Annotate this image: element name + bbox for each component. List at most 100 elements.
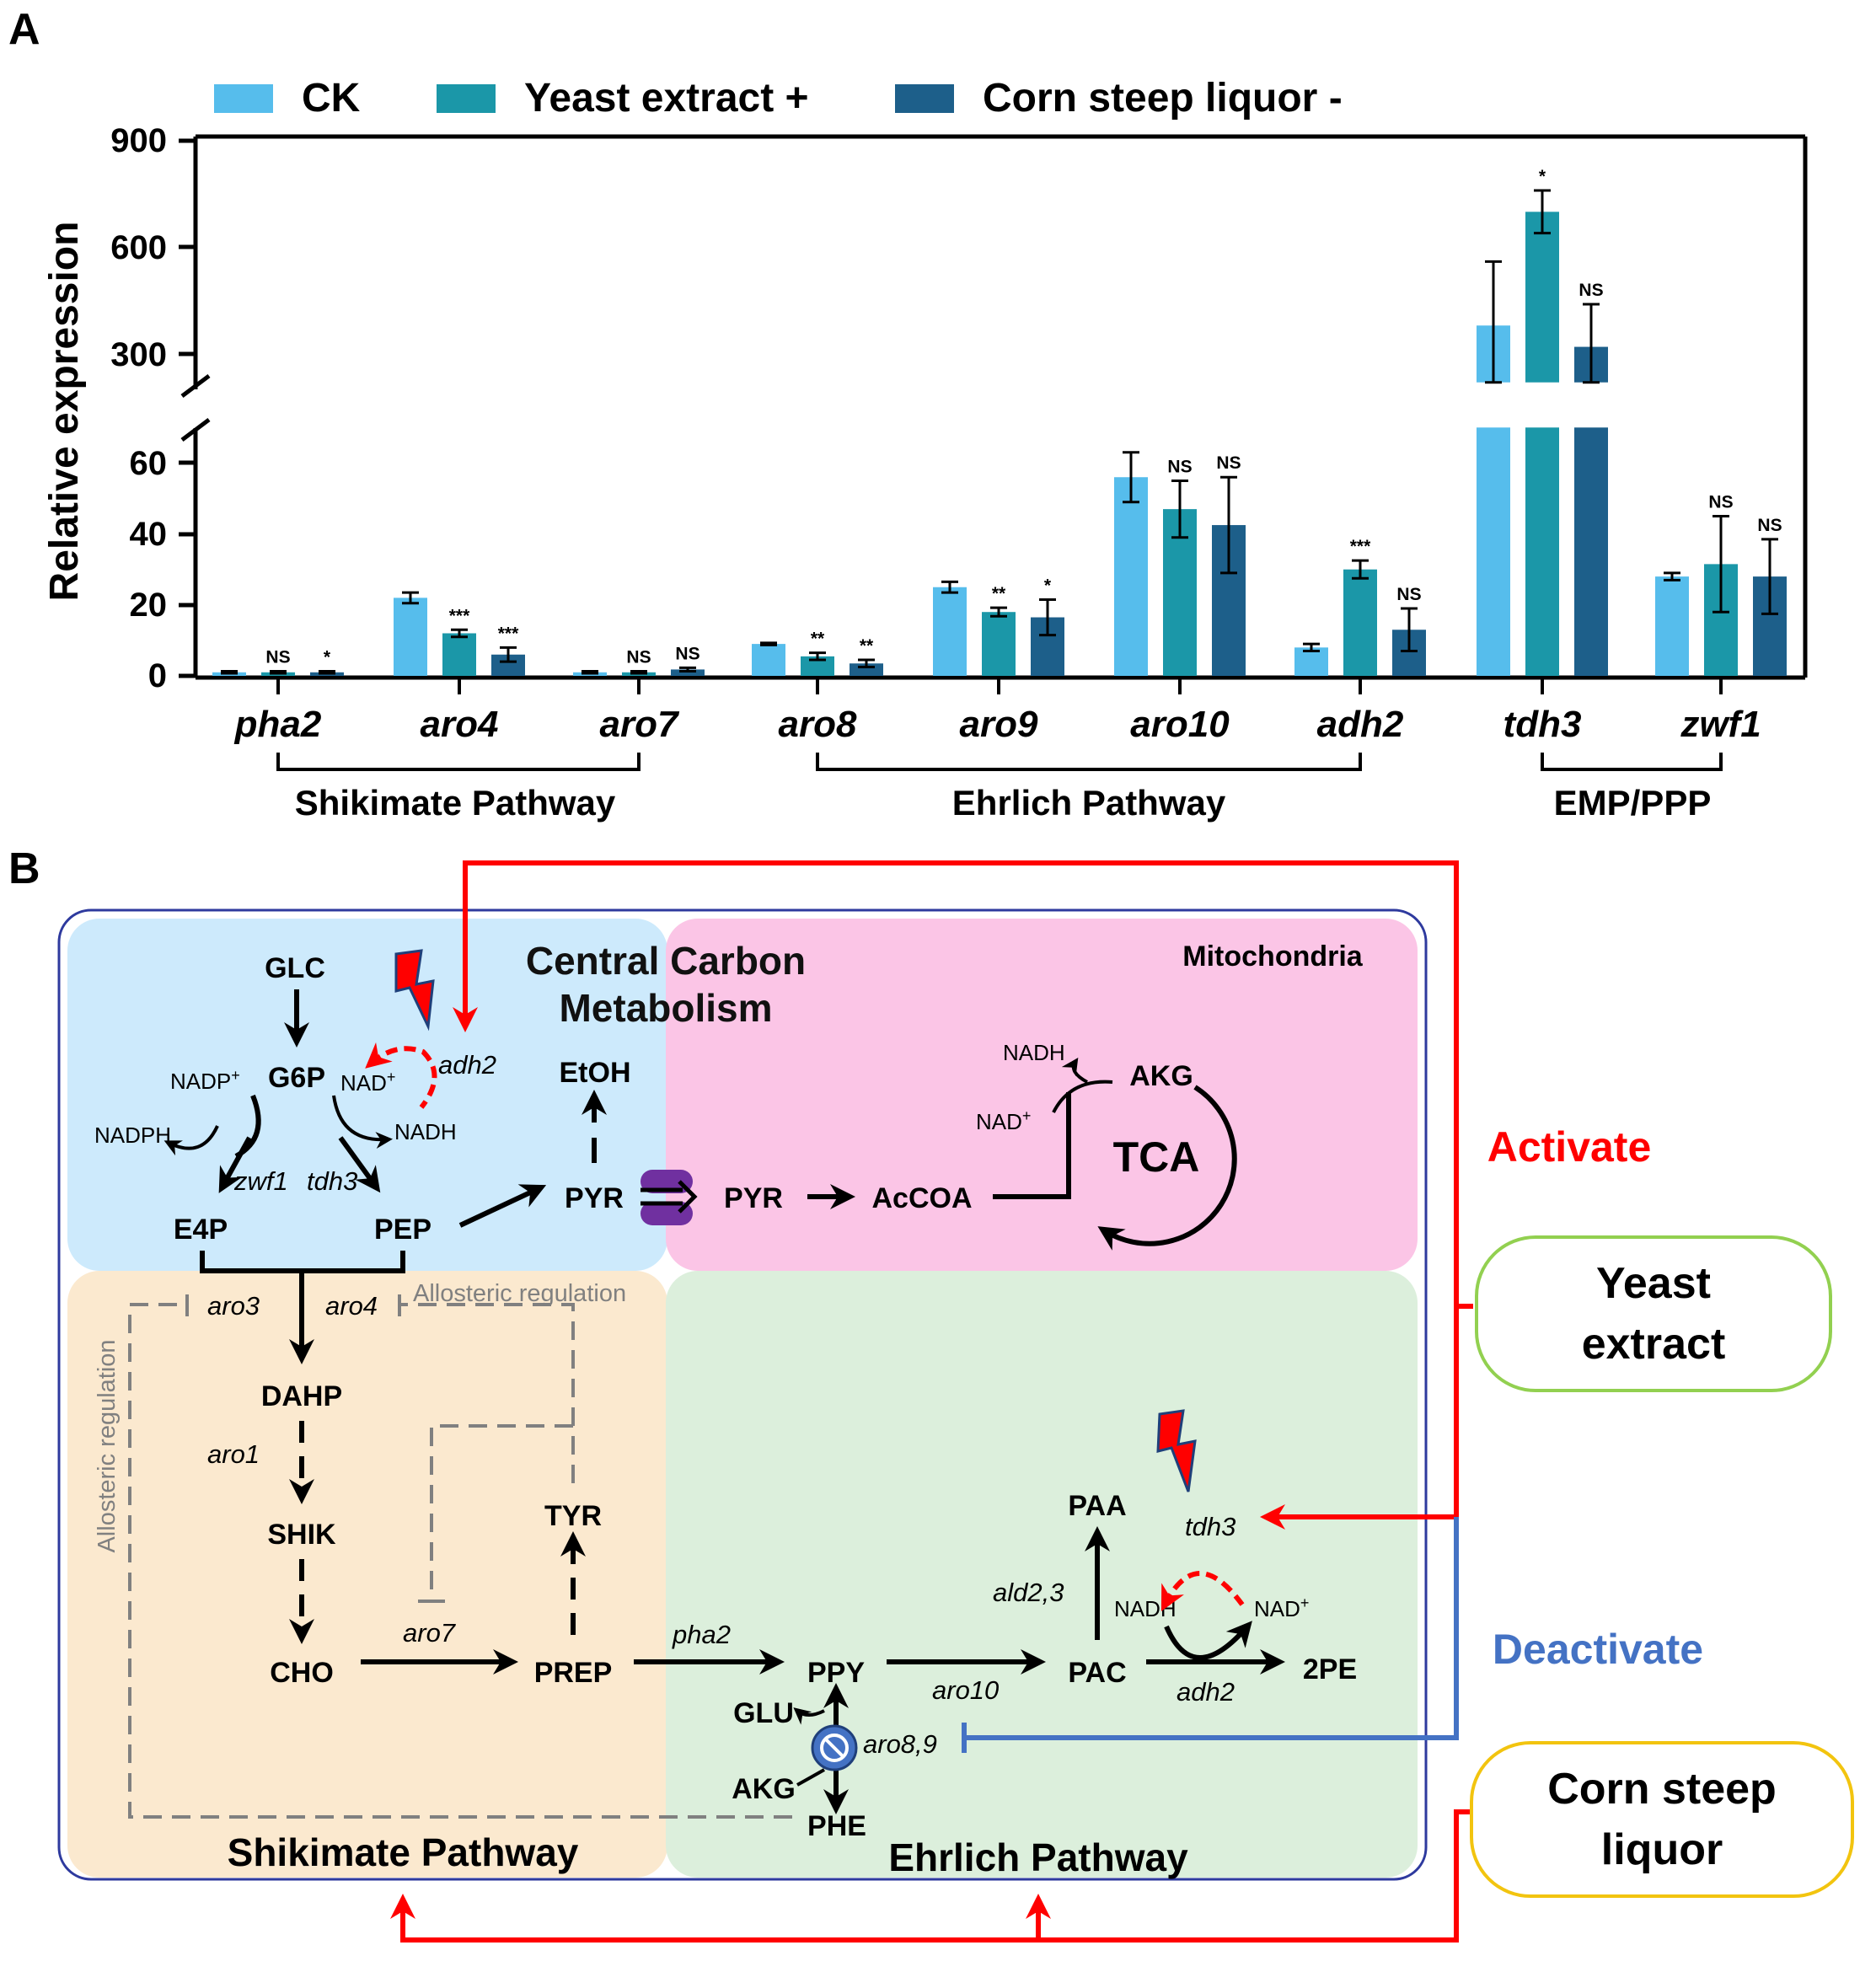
enz-tdh3-central: tdh3 — [307, 1166, 357, 1196]
x-tick-label: adh2 — [1317, 704, 1404, 745]
arrow-g6p-e4p — [218, 1136, 252, 1193]
enz-ald23: ald2,3 — [993, 1578, 1064, 1607]
bar-upper — [1525, 212, 1559, 383]
met-accoa: AcCOA — [871, 1182, 972, 1214]
cof-nad-g6p: NAD+ — [340, 1069, 395, 1096]
lightning-icon-adh2 — [394, 949, 435, 1032]
group-label-emp-ppp: EMP/PPP — [1554, 783, 1712, 823]
significance-label: NS — [1579, 281, 1603, 300]
yeast-label-2: extract — [1582, 1320, 1726, 1369]
legend-label-corn: Corn steep liquor - — [983, 76, 1343, 121]
significance-label: ** — [860, 636, 874, 656]
x-tick-label: tdh3 — [1503, 704, 1582, 745]
activate-line — [453, 860, 1459, 1530]
significance-label: NS — [1396, 585, 1421, 604]
bar — [442, 633, 476, 676]
deactivate-line — [964, 1517, 1459, 1740]
arrow-nadph — [163, 1125, 219, 1156]
significance-label: NS — [626, 648, 651, 667]
corn-label-2: liquor — [1601, 1825, 1723, 1874]
met-prep: PREP — [534, 1657, 613, 1689]
significance-label: NS — [1708, 493, 1733, 512]
inhibited-icon — [811, 1724, 858, 1771]
significance-label: *** — [1350, 537, 1371, 556]
corn-line — [390, 1809, 1473, 1943]
cof-nad-pac: NAD+ — [1254, 1594, 1309, 1621]
bar — [1574, 427, 1608, 676]
bar — [933, 587, 967, 676]
significance-label: NS — [1167, 457, 1192, 476]
enz-aro3: aro3 — [207, 1291, 260, 1321]
legend-swatch-corn — [895, 84, 954, 113]
x-tick-label: aro10 — [1130, 704, 1230, 745]
cell-border — [57, 908, 1428, 1881]
x-tick-label: aro7 — [600, 704, 680, 745]
y-tick-0: 0 — [148, 657, 167, 694]
arrow-nadh-g6p — [332, 1095, 393, 1149]
y-tick-20: 20 — [130, 587, 168, 624]
met-ppy: PPY — [807, 1657, 865, 1689]
group-label-ehrlich: Ehrlich Pathway — [952, 783, 1226, 823]
region-label-shikimate: Shikimate Pathway — [228, 1830, 579, 1874]
significance-label: NS — [1216, 453, 1241, 473]
significance-label: NS — [675, 644, 699, 663]
legend-swatch-yeast — [437, 84, 496, 113]
met-g6p: G6P — [268, 1062, 325, 1094]
group-brackets — [276, 753, 1723, 771]
met-e4p: E4P — [174, 1214, 228, 1246]
met-paa: PAA — [1068, 1490, 1126, 1522]
bar — [394, 597, 427, 676]
enz-aro89: aro8,9 — [863, 1729, 937, 1759]
x-tick-label: zwf1 — [1680, 704, 1761, 745]
arrow-glu — [793, 1707, 825, 1725]
legend-swatch-ck — [214, 84, 273, 113]
bar — [1655, 576, 1689, 676]
bar — [1343, 569, 1377, 676]
met-dahp: DAHP — [261, 1380, 342, 1412]
x-tick-label: pha2 — [234, 704, 322, 745]
met-pyr-mito: PYR — [724, 1182, 783, 1214]
met-pep: PEP — [374, 1214, 431, 1246]
significance-label: ** — [992, 584, 1006, 603]
bar — [752, 644, 785, 676]
label-deactivate: Deactivate — [1493, 1626, 1703, 1673]
legend: CK Yeast extract + Corn steep liquor - — [214, 76, 1343, 121]
y-tick-900: 900 — [110, 122, 167, 159]
cof-nadh-g6p: NADH — [394, 1119, 457, 1144]
enz-aro1: aro1 — [207, 1439, 260, 1469]
label-activate: Activate — [1487, 1123, 1652, 1171]
significance-label: * — [324, 648, 331, 667]
enz-aro7: aro7 — [403, 1618, 457, 1648]
panel-a: A CK Yeast extract + Corn steep liquor -… — [8, 5, 1808, 823]
group-label-shikimate: Shikimate Pathway — [295, 783, 616, 823]
met-phe: PHE — [807, 1810, 866, 1842]
met-akg-ehrlich: AKG — [732, 1773, 796, 1805]
significance-label: NS — [265, 648, 290, 667]
external-regulation — [390, 860, 1473, 1943]
bar — [801, 656, 834, 676]
met-2pe: 2PE — [1303, 1653, 1357, 1685]
redox-cycle-adh2-top — [365, 1042, 437, 1109]
met-glu: GLU — [733, 1697, 794, 1729]
x-tick-label: aro9 — [960, 704, 1038, 745]
enz-pha2: pha2 — [672, 1620, 731, 1649]
enz-aro10: aro10 — [932, 1675, 999, 1705]
yeast-label-1: Yeast — [1596, 1259, 1711, 1308]
corn-steep-liquor-box: Corn steep liquor — [1470, 1741, 1854, 1898]
bar — [982, 612, 1016, 676]
met-shik: SHIK — [267, 1519, 336, 1551]
met-cho: CHO — [270, 1657, 334, 1689]
region-shikimate — [67, 1271, 667, 1878]
y-tick-40: 40 — [130, 516, 168, 553]
significance-label: * — [1044, 576, 1052, 595]
bar — [1525, 427, 1559, 676]
significance-label: *** — [498, 624, 519, 643]
met-tyr: TYR — [544, 1500, 602, 1532]
region-label-ehrlich: Ehrlich Pathway — [888, 1835, 1188, 1879]
y-tick-60: 60 — [130, 445, 168, 482]
panel-a-label: A — [8, 5, 40, 54]
significance-label: ** — [811, 630, 825, 649]
region-label-mito: Mitochondria — [1182, 940, 1364, 973]
